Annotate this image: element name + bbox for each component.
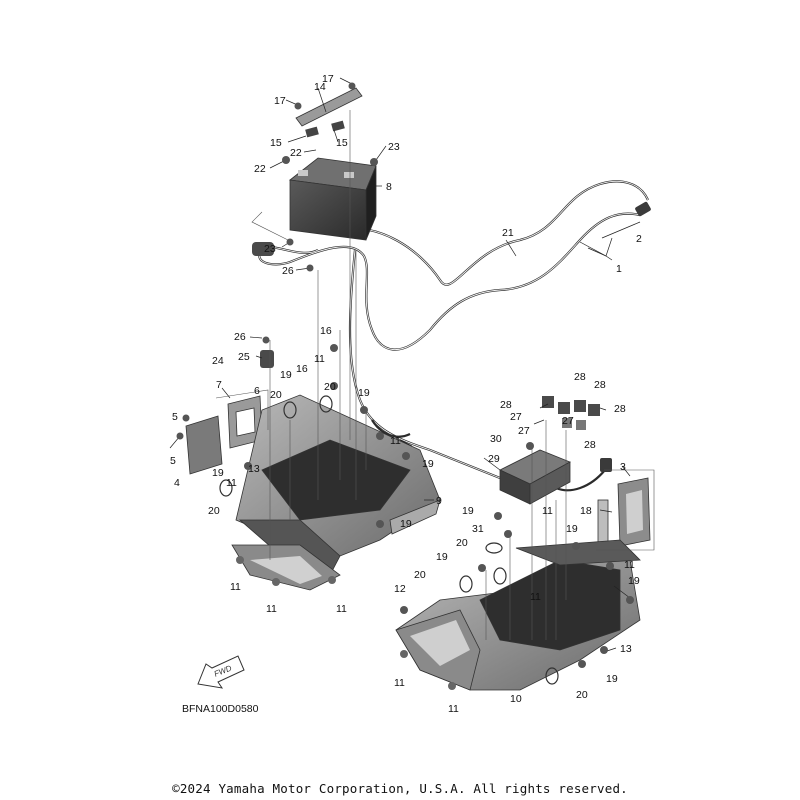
callout-31: 31 bbox=[472, 523, 484, 535]
callout-19: 19 bbox=[280, 369, 292, 381]
cover-4 bbox=[185, 415, 223, 475]
callout-23: 23 bbox=[264, 243, 276, 255]
callout-19: 19 bbox=[400, 518, 412, 530]
callout-27: 27 bbox=[518, 425, 530, 437]
callout-13: 13 bbox=[620, 643, 632, 655]
callout-19: 19 bbox=[422, 458, 434, 470]
callout-10: 10 bbox=[510, 693, 522, 705]
callout-18: 18 bbox=[580, 505, 592, 517]
callout-17: 17 bbox=[322, 73, 334, 85]
ecu-box-29 bbox=[499, 449, 571, 505]
callout-11: 11 bbox=[542, 505, 553, 517]
battery-8 bbox=[289, 157, 377, 241]
callout-22: 22 bbox=[290, 147, 302, 159]
callout-11: 11 bbox=[226, 477, 237, 489]
callout-19: 19 bbox=[606, 673, 618, 685]
callout-22: 22 bbox=[254, 163, 266, 175]
callout-14: 14 bbox=[314, 81, 326, 93]
callout-19: 19 bbox=[212, 467, 224, 479]
callout-24: 24 bbox=[212, 355, 224, 367]
callout-8: 8 bbox=[386, 181, 392, 193]
callout-27: 27 bbox=[562, 415, 574, 427]
callout-19: 19 bbox=[358, 387, 370, 399]
callout-28: 28 bbox=[614, 403, 626, 415]
callout-7: 7 bbox=[216, 379, 222, 391]
callout-9: 9 bbox=[436, 495, 442, 507]
callout-11: 11 bbox=[266, 603, 277, 615]
callout-20: 20 bbox=[414, 569, 426, 581]
battery-bracket-14 bbox=[295, 87, 363, 138]
callout-16: 16 bbox=[296, 363, 308, 375]
callout-11: 11 bbox=[314, 353, 325, 365]
callout-15: 15 bbox=[336, 137, 348, 149]
callout-11: 11 bbox=[230, 581, 241, 593]
callout-28: 28 bbox=[574, 371, 586, 383]
callout-1: 1 bbox=[616, 263, 622, 275]
bracket-24-25 bbox=[260, 350, 274, 368]
callout-15: 15 bbox=[270, 137, 282, 149]
callout-5: 5 bbox=[170, 455, 176, 467]
hardware bbox=[176, 82, 634, 690]
callout-26: 26 bbox=[234, 331, 246, 343]
callout-20: 20 bbox=[324, 381, 336, 393]
cover-3 bbox=[597, 477, 651, 547]
callout-19: 19 bbox=[462, 505, 474, 517]
callout-12: 12 bbox=[394, 583, 406, 595]
callout-13: 13 bbox=[248, 463, 260, 475]
callout-6: 6 bbox=[254, 385, 260, 397]
guide-lines bbox=[215, 110, 655, 640]
callout-28: 28 bbox=[500, 399, 512, 411]
copyright-notice: ©2024 Yamaha Motor Corporation, U.S.A. A… bbox=[172, 781, 628, 796]
callout-23: 23 bbox=[388, 141, 400, 153]
callout-4: 4 bbox=[174, 477, 180, 489]
callout-19: 19 bbox=[566, 523, 578, 535]
callout-16: 16 bbox=[320, 325, 332, 337]
plate-6 bbox=[227, 395, 263, 449]
callout-17: 17 bbox=[274, 95, 286, 107]
tray-10 bbox=[395, 539, 641, 691]
callout-19: 19 bbox=[628, 575, 640, 587]
fwd-arrow: FWD bbox=[197, 655, 245, 689]
callout-11: 11 bbox=[448, 703, 459, 715]
diagram-code: BFNA100D0580 bbox=[182, 703, 259, 715]
callout-3: 3 bbox=[620, 461, 626, 473]
callout-20: 20 bbox=[576, 689, 588, 701]
callout-28: 28 bbox=[594, 379, 606, 391]
callout-27: 27 bbox=[510, 411, 522, 423]
callout-labels: 1 2 3 4 5 5 6 7 8 9 10 11 11 11 11 11 11… bbox=[170, 73, 642, 715]
callout-21: 21 bbox=[502, 227, 514, 239]
callout-20: 20 bbox=[208, 505, 220, 517]
callout-19: 19 bbox=[436, 551, 448, 563]
callout-20: 20 bbox=[270, 389, 282, 401]
callout-11: 11 bbox=[530, 591, 541, 603]
callout-29: 29 bbox=[488, 453, 500, 465]
callout-11: 11 bbox=[336, 603, 347, 615]
callout-25: 25 bbox=[238, 351, 250, 363]
callout-11: 11 bbox=[394, 677, 405, 689]
callout-5: 5 bbox=[172, 411, 178, 423]
tray-9 bbox=[231, 394, 441, 591]
callout-20: 20 bbox=[456, 537, 468, 549]
callout-28: 28 bbox=[584, 439, 596, 451]
callout-11: 11 bbox=[624, 559, 635, 571]
callout-26: 26 bbox=[282, 265, 294, 277]
callout-2: 2 bbox=[636, 233, 642, 245]
callout-30: 30 bbox=[490, 433, 502, 445]
callout-11: 11 bbox=[390, 435, 401, 447]
relays-28 bbox=[542, 396, 600, 430]
